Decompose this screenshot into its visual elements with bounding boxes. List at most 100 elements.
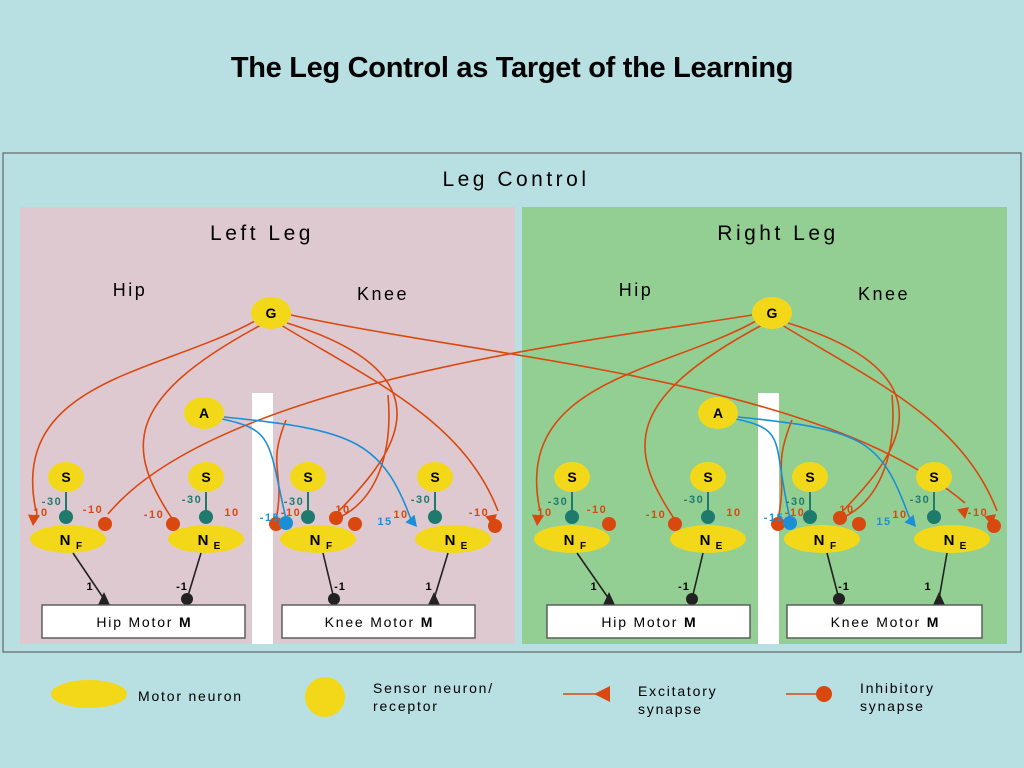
left-knee-w-mf: -1 bbox=[334, 581, 346, 593]
left-hip-ne-out-line bbox=[186, 552, 202, 600]
right-knee-s-label-e: S bbox=[929, 469, 938, 485]
right-knee-ne-neuron bbox=[914, 525, 990, 553]
left-a-label: A bbox=[199, 405, 209, 421]
left-g-knee-f-dot bbox=[329, 511, 343, 525]
right-knee-w-ff: -10 bbox=[785, 507, 805, 519]
right-hip-motor-box bbox=[546, 604, 751, 639]
left-hip-f-inhib-dot bbox=[98, 517, 112, 531]
left-knee-w-a-e: 15 bbox=[377, 516, 392, 528]
right-knee-nf-out-line bbox=[826, 552, 840, 600]
right-a-knee-e-line bbox=[737, 416, 913, 526]
right-leg-divider bbox=[758, 393, 779, 644]
left-g-neuron bbox=[251, 297, 291, 329]
right-hip-s-label-f: S bbox=[567, 469, 576, 485]
legend-sensor-label-line2: receptor bbox=[373, 698, 439, 714]
legend-inhibitory-label-line2: synapse bbox=[860, 698, 925, 714]
left-a-knee-e-arrow bbox=[405, 514, 417, 527]
right-a-knee-e-arrow bbox=[904, 514, 916, 527]
left-knee-s-label-f: S bbox=[303, 469, 312, 485]
right-g-hip-f-arrow bbox=[531, 514, 544, 526]
left-knee-s-e-dot bbox=[428, 510, 442, 524]
left-hip-w-ff: 10 bbox=[33, 507, 48, 519]
right-hip-s-neuron-f bbox=[554, 462, 590, 492]
left-hip-ne-letter: N bbox=[198, 532, 209, 549]
right-hip-w-ff: 10 bbox=[537, 507, 552, 519]
left-g-to-right-knee-line bbox=[290, 314, 966, 504]
right-a-neuron bbox=[698, 397, 738, 429]
legend-motor-neuron-icon bbox=[51, 680, 127, 708]
left-hip-nf-neuron bbox=[30, 525, 106, 553]
page-title: The Leg Control as Target of the Learnin… bbox=[230, 52, 794, 84]
left-knee-ne-subscript: E bbox=[461, 541, 468, 552]
right-hip-w-se: -30 bbox=[684, 494, 704, 506]
right-hip-aux-dot bbox=[771, 517, 785, 531]
right-hip-f-inhib-dot bbox=[602, 517, 616, 531]
left-knee-w-ff: -10 bbox=[281, 507, 301, 519]
left-hip-nf-out-line bbox=[72, 552, 105, 600]
left-a-knee-f-line bbox=[221, 418, 287, 520]
right-knee-w-mf: -1 bbox=[838, 581, 850, 593]
left-hip-nf-subscript: F bbox=[76, 541, 82, 552]
left-hip-ne-neuron bbox=[168, 525, 244, 553]
left-hip-nf-out-arrow bbox=[98, 592, 110, 605]
right-knee-w-a-e: 15 bbox=[876, 516, 891, 528]
legend-inhibitory-icon bbox=[816, 686, 832, 702]
left-leg-divider bbox=[252, 393, 273, 644]
right-hip-nf-letter: N bbox=[564, 532, 575, 549]
right-knee-motor-label: Knee Motor M bbox=[831, 614, 939, 630]
right-g-knee-e-arrow bbox=[984, 514, 996, 526]
left-knee-nf-neuron bbox=[280, 525, 356, 553]
right-hip-w-fe: -10 bbox=[587, 504, 607, 516]
left-hip-w-fe: -10 bbox=[83, 504, 103, 516]
leg-control-title: Leg Control bbox=[442, 168, 589, 191]
right-knee-s-neuron-f bbox=[792, 462, 828, 492]
right-hip-w-mf: 1 bbox=[590, 581, 597, 593]
left-knee-e-outer-dot bbox=[488, 519, 502, 533]
right-knee-nf-subscript: F bbox=[830, 541, 836, 552]
right-g-hip-e-dot bbox=[668, 517, 682, 531]
left-knee-ne-out-arrow bbox=[428, 592, 440, 605]
right-g-hip-f-line bbox=[535, 320, 757, 512]
left-g-knee-e-arrow bbox=[485, 514, 497, 526]
left-knee-w-a-f: -15 bbox=[260, 512, 280, 524]
right-knee-s-e-dot bbox=[927, 510, 941, 524]
left-knee-s-neuron-e bbox=[417, 462, 453, 492]
left-hip-w-mf: 1 bbox=[86, 581, 93, 593]
left-knee-s-f-dot bbox=[301, 510, 315, 524]
right-knee-nf-letter: N bbox=[814, 532, 825, 549]
left-hip-s-label-e: S bbox=[201, 469, 210, 485]
right-hip-nf-out-arrow bbox=[603, 592, 615, 605]
right-g-neuron bbox=[752, 297, 792, 329]
left-knee-ne-letter: N bbox=[445, 532, 456, 549]
right-a-knee-f-line bbox=[735, 418, 791, 520]
left-knee-ne-out-line bbox=[433, 552, 449, 600]
left-g-to-right-knee-arrow bbox=[957, 507, 969, 519]
right-knee-w-me: 1 bbox=[924, 581, 931, 593]
right-knee-s-f-dot bbox=[803, 510, 817, 524]
right-hip-w-me: -1 bbox=[678, 581, 690, 593]
left-hip-aux-line bbox=[275, 419, 287, 521]
left-knee-ne-neuron bbox=[415, 525, 491, 553]
right-a-knee-f-dot bbox=[783, 516, 797, 530]
right-hip-nf-out-line bbox=[576, 552, 610, 600]
right-leg-title: Right Leg bbox=[717, 222, 838, 245]
right-hip-ne-subscript: E bbox=[716, 541, 723, 552]
left-knee-label: Knee bbox=[357, 284, 409, 304]
legend-motor-neuron-label: Motor neuron bbox=[138, 688, 243, 704]
left-g-hip-f-line bbox=[31, 320, 256, 512]
left-knee-s-neuron-f bbox=[290, 462, 326, 492]
right-knee-s-neuron-e bbox=[916, 462, 952, 492]
right-g-knee-e-line bbox=[781, 324, 998, 512]
left-hip-label: Hip bbox=[113, 280, 148, 300]
right-knee-nf-out-dot bbox=[833, 593, 845, 605]
left-hip-w-ee: 10 bbox=[224, 507, 239, 519]
legend-sensor-label-line1: Sensor neuron/ bbox=[373, 680, 494, 696]
left-knee-w-ef: 10 bbox=[393, 509, 408, 521]
left-a-knee-f-dot bbox=[279, 516, 293, 530]
left-a-neuron bbox=[184, 397, 224, 429]
right-knee-ne-letter: N bbox=[944, 532, 955, 549]
right-hip-ne-out-dot bbox=[686, 593, 698, 605]
left-hip-w-me: -1 bbox=[176, 581, 188, 593]
left-g-knee-f-line bbox=[286, 322, 398, 515]
